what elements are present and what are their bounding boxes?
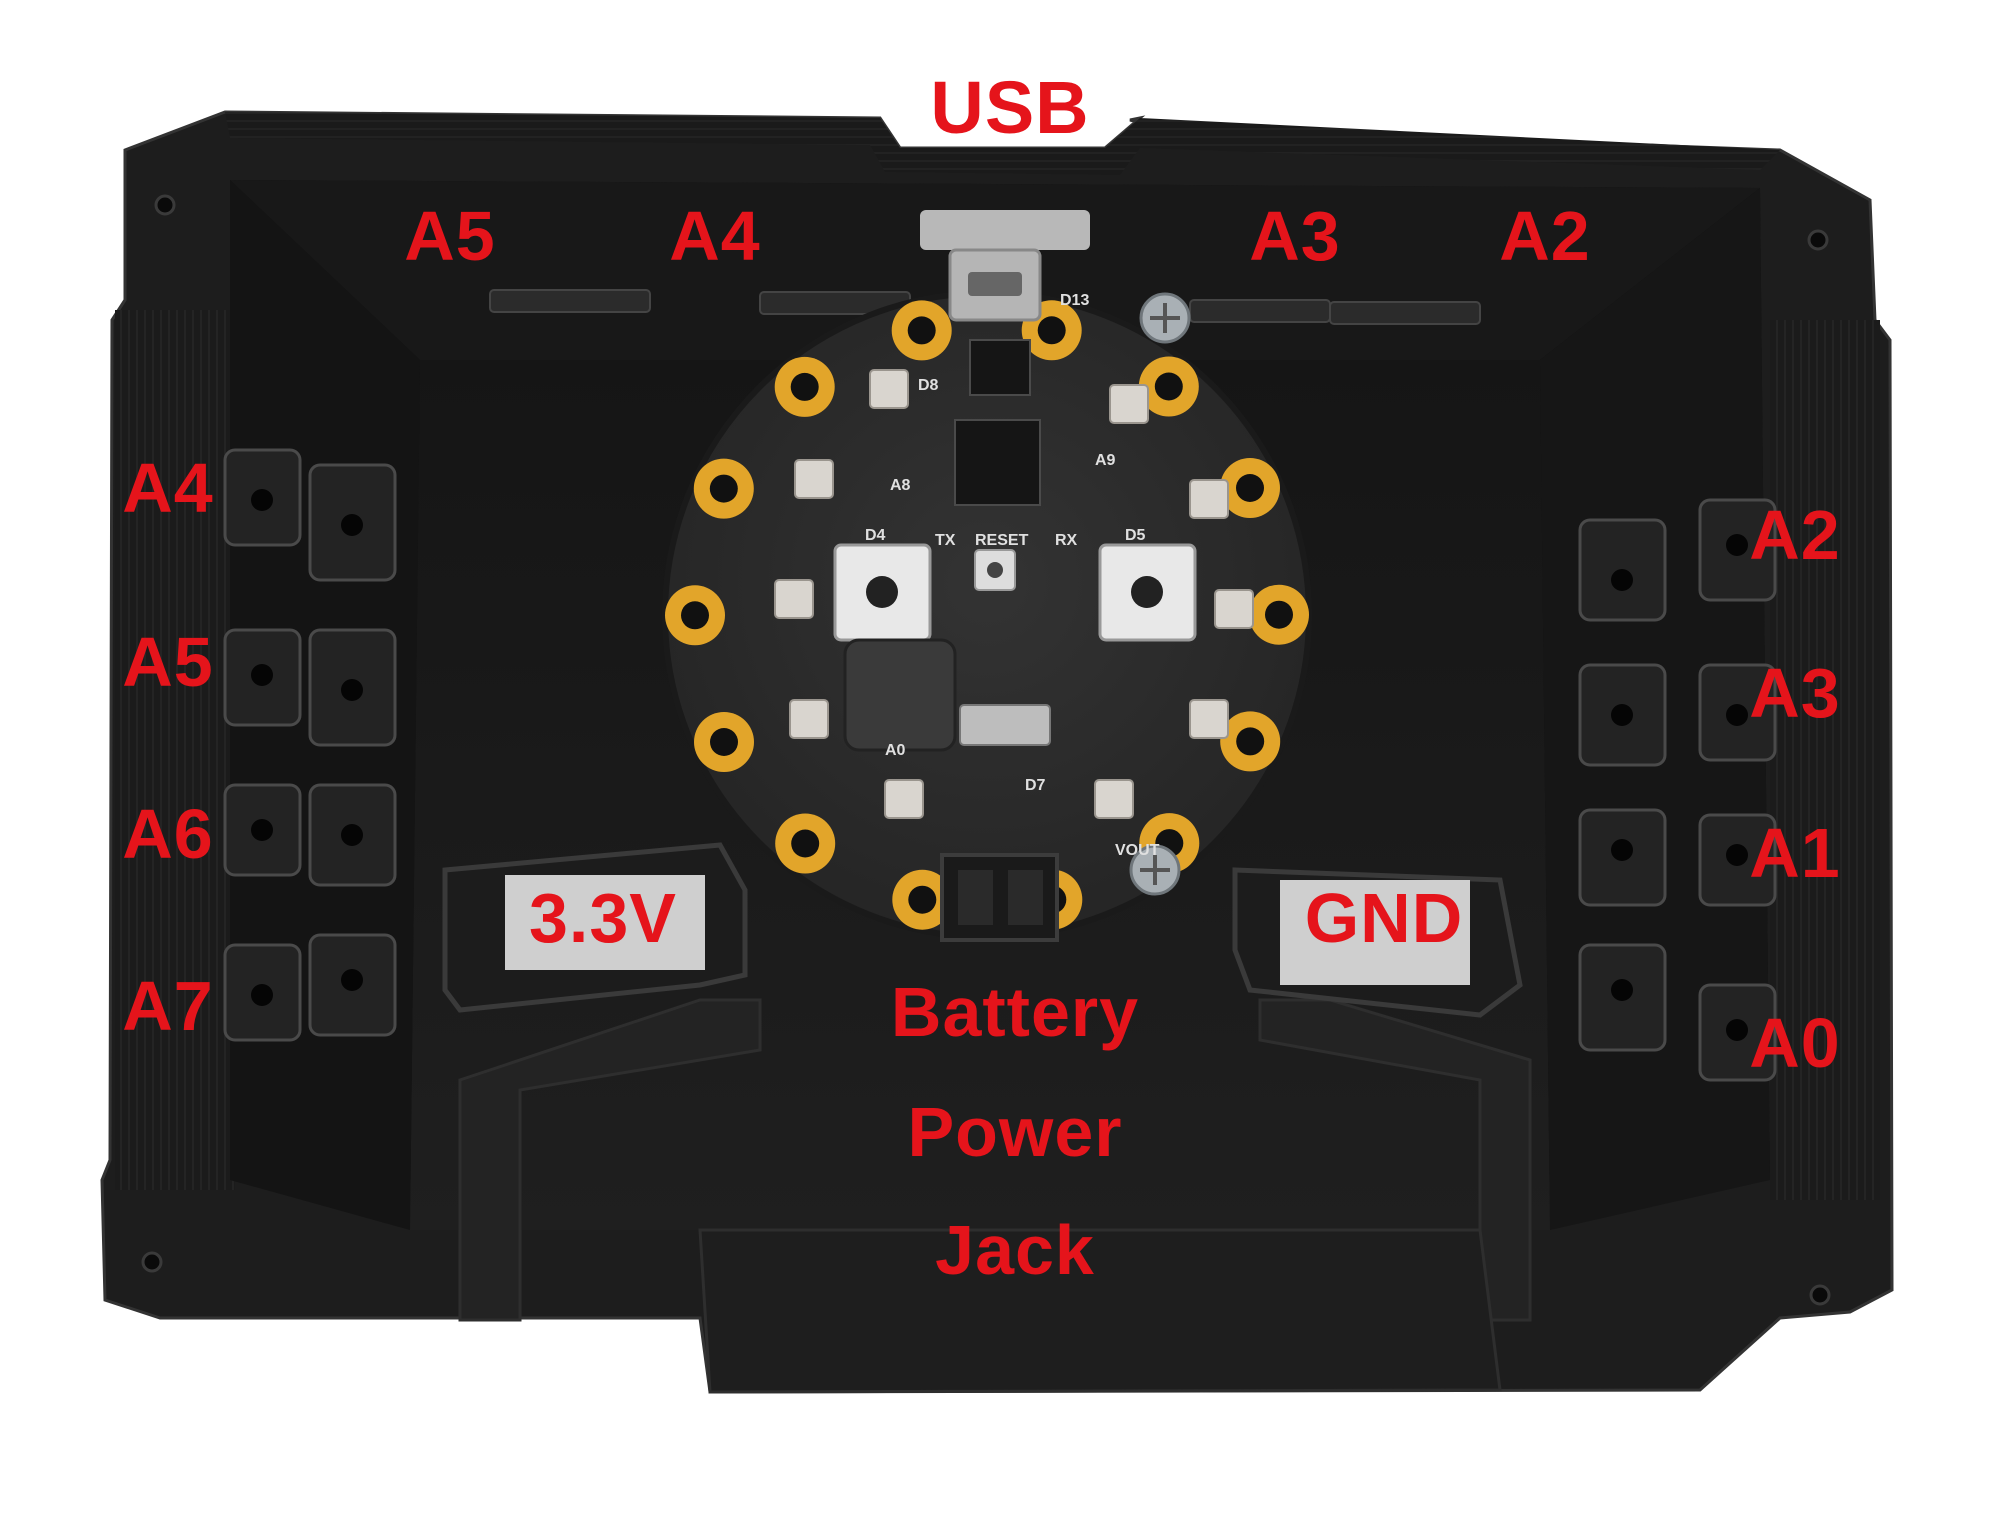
silk-rx: RX xyxy=(1055,532,1078,549)
board-pad-hole xyxy=(710,728,738,756)
board-pad-hole xyxy=(1037,316,1066,345)
board-pad-hole xyxy=(790,372,819,401)
board-pad-hole xyxy=(709,474,738,503)
label-right-a1: A1 xyxy=(1749,814,1841,892)
silk-a0: A0 xyxy=(885,742,906,759)
silk-tx: TX xyxy=(935,532,956,549)
label-battery-line3: Jack xyxy=(935,1211,1095,1289)
label-usb: USB xyxy=(930,66,1090,149)
label-battery-line1: Battery xyxy=(890,973,1140,1051)
label-top-a2: A2 xyxy=(1499,197,1591,275)
silk-d4: D4 xyxy=(865,527,886,544)
board-pad-hole xyxy=(791,829,820,858)
board-pad-hole xyxy=(681,601,709,630)
label-left-a4: A4 xyxy=(122,449,214,527)
label-gnd: GND xyxy=(1304,879,1464,957)
label-left-a6: A6 xyxy=(122,795,214,873)
silk-a9: A9 xyxy=(1095,452,1116,469)
board-pad-hole xyxy=(907,316,936,345)
silk-reset: RESET xyxy=(975,532,1029,549)
board-pad-hole xyxy=(1236,474,1264,502)
board-pad-hole xyxy=(1265,600,1293,629)
label-right-a0: A0 xyxy=(1749,1004,1841,1082)
silk-a8: A8 xyxy=(890,477,911,494)
label-top-a3: A3 xyxy=(1249,197,1341,275)
silk-vout: VOUT xyxy=(1115,842,1160,859)
label-battery-line2: Power xyxy=(907,1093,1123,1171)
label-3v3: 3.3V xyxy=(529,879,677,957)
board-pad-hole xyxy=(1236,727,1265,756)
board-pad-hole xyxy=(908,885,937,914)
label-right-a3: A3 xyxy=(1749,654,1841,732)
label-top-a5: A5 xyxy=(404,197,496,275)
label-left-a5: A5 xyxy=(122,623,214,701)
silk-d13: D13 xyxy=(1060,292,1089,309)
silk-d8: D8 xyxy=(918,377,939,394)
circuit-board: RESET TX RX D4 D5 D7 D8 D13 A8 A9 A0 VOU… xyxy=(662,248,1312,942)
silk-d5: D5 xyxy=(1125,527,1146,544)
label-right-a2: A2 xyxy=(1749,496,1841,574)
label-left-a7: A7 xyxy=(122,967,214,1045)
label-top-a4: A4 xyxy=(669,197,761,275)
board-pad-hole xyxy=(1154,372,1183,401)
silk-d7: D7 xyxy=(1025,777,1046,794)
